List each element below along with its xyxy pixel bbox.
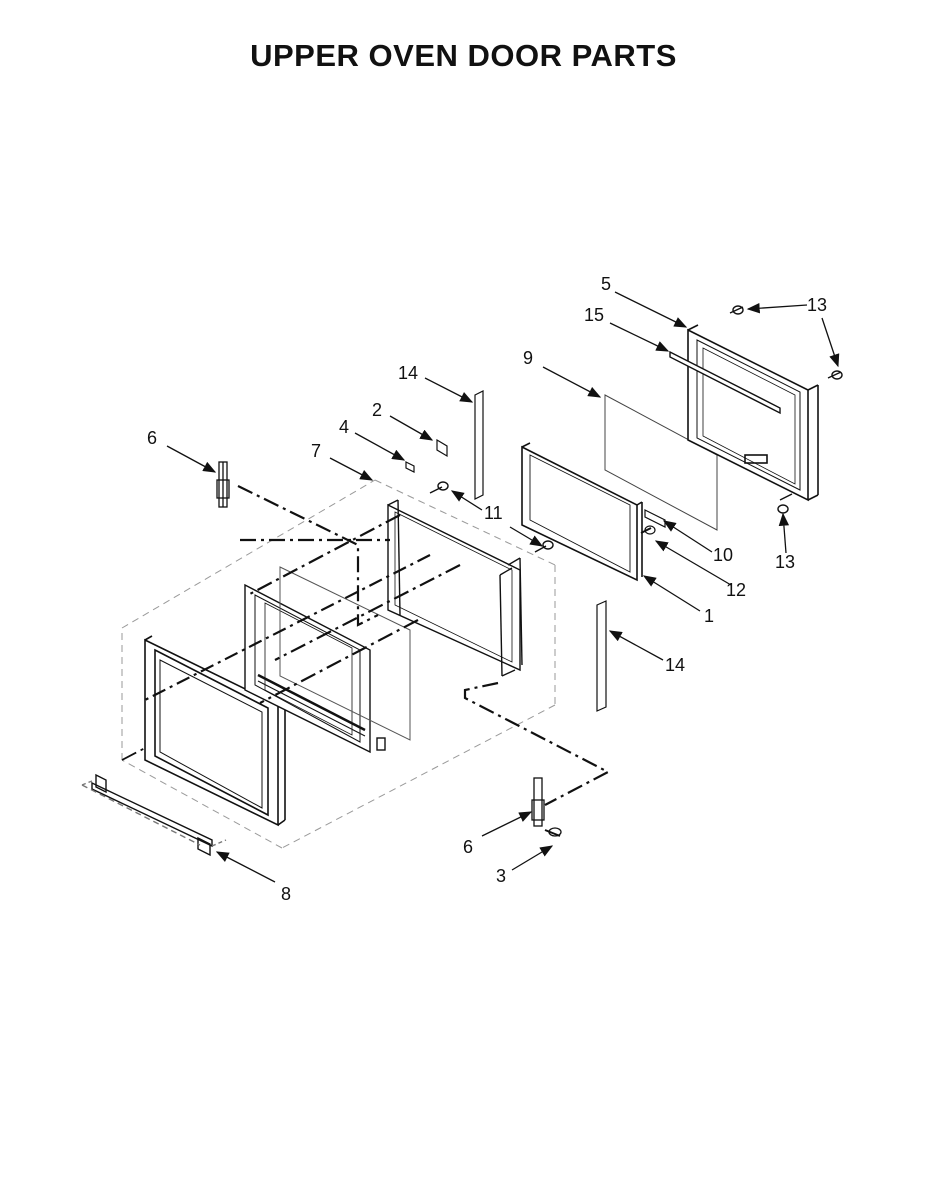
callout-5: 5 <box>601 274 611 294</box>
callout-14-bottom: 14 <box>665 655 685 675</box>
callout-8: 8 <box>281 884 291 904</box>
strip-15 <box>669 350 781 415</box>
vent-strip-upper <box>474 390 484 500</box>
callout-3: 3 <box>496 866 506 886</box>
vent-strip-lower <box>596 600 607 712</box>
callout-1: 1 <box>704 606 714 626</box>
callout-6-lower: 6 <box>463 837 473 857</box>
small-clips <box>405 438 448 473</box>
door-inner-frame <box>387 499 523 677</box>
callout-6-upper: 6 <box>147 428 157 448</box>
callout-13-top: 13 <box>807 295 827 315</box>
callout-15: 15 <box>584 305 604 325</box>
callout-10: 10 <box>713 545 733 565</box>
callout-7: 7 <box>311 441 321 461</box>
inner-glass-frame <box>244 583 386 754</box>
callout-labels: 5 13 15 9 14 2 4 6 7 11 10 13 12 1 14 6 … <box>147 274 827 904</box>
leader-lines <box>166 291 840 883</box>
callout-9: 9 <box>523 348 533 368</box>
callout-13-bottom: 13 <box>775 552 795 572</box>
glass-panel-9 <box>604 394 718 531</box>
inner-door-liner <box>521 442 643 582</box>
callout-2: 2 <box>372 400 382 420</box>
hinge-upper <box>216 461 230 508</box>
callout-4: 4 <box>339 417 349 437</box>
door-handle <box>81 773 227 857</box>
glass-panel-middle <box>279 566 411 741</box>
page-title: UPPER OVEN DOOR PARTS <box>250 38 677 73</box>
callout-12: 12 <box>726 580 746 600</box>
screws-13 <box>729 305 843 514</box>
assembly-lines <box>121 485 611 806</box>
hinge-lower <box>531 777 562 837</box>
rear-door-panel <box>687 324 819 502</box>
callout-14-top: 14 <box>398 363 418 383</box>
bracket-10-screw-12 <box>640 509 666 535</box>
callout-11: 11 <box>484 503 503 523</box>
door-outline-phantom <box>121 479 556 849</box>
